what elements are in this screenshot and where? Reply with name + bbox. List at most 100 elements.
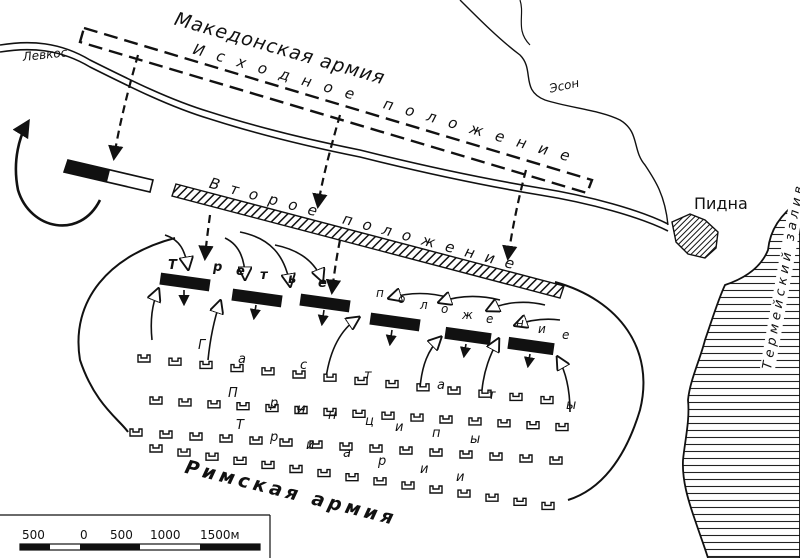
maniple-icon (468, 417, 482, 426)
maniple-icon (292, 370, 306, 379)
maniple-icon (345, 473, 359, 482)
maniple-icon (323, 407, 337, 417)
maniple-icon (429, 448, 443, 457)
maniple-icon (497, 419, 511, 428)
principes-letter: н (328, 408, 337, 423)
maniple-icon (485, 493, 499, 502)
scale-tick-label: 500 (22, 528, 45, 542)
maniple-icon (339, 442, 353, 451)
hastati-letter: а (238, 352, 246, 367)
maniple-icon (555, 422, 569, 432)
scale-tick-label: 1500м (200, 528, 240, 542)
hastati-letter: Г (198, 338, 206, 353)
maniple-icon (459, 450, 473, 459)
maniple-icon (526, 421, 540, 430)
triarii-letter: Т (236, 418, 244, 433)
maniple-icon (178, 398, 192, 407)
principes-letter: р (270, 396, 279, 411)
breakthrough-letter: т (260, 268, 268, 283)
breakthrough-letter: ь (288, 272, 297, 287)
pursuit-letter: п (376, 286, 384, 300)
phalanx-blocks (159, 272, 555, 356)
maniple-icon (261, 367, 275, 376)
hastati-letter: с (300, 358, 308, 373)
river-leukos (0, 41, 669, 225)
maniple-icon (159, 430, 173, 439)
maniple-icon (168, 357, 182, 366)
maniple-icon (429, 485, 443, 494)
maniple-icon (309, 440, 323, 449)
pursuit-letter: о (441, 302, 449, 316)
maniple-icon (373, 477, 387, 486)
hastati-letter: а (437, 378, 445, 393)
maniple-icon (189, 432, 203, 441)
principes-letter: и (395, 420, 404, 435)
roman-envelope-arc (77, 237, 176, 433)
advance-arrows (108, 54, 528, 296)
maniple-icon (489, 452, 503, 461)
principes-letter: ц (365, 414, 374, 429)
pursuit-letter: н (516, 316, 524, 330)
maniple-icon (219, 434, 233, 443)
town-pydna-icon (671, 213, 719, 259)
macedonian-initial-position (78, 26, 594, 195)
triarii-letter: р (378, 454, 387, 469)
breakthrough-letter: р (213, 260, 223, 275)
maniple-icon (399, 446, 413, 455)
pursuit-letter: е (486, 312, 494, 326)
pursuit-letter: е (562, 328, 570, 342)
scale-tick-label: 0 (80, 528, 88, 542)
maniple-icon (354, 376, 368, 386)
triarii-letter: р (270, 430, 279, 445)
maniple-icon (410, 413, 424, 422)
gulf-water (682, 198, 800, 558)
maniple-icon (401, 481, 415, 490)
scale-bar (0, 514, 271, 558)
maniple-icon (385, 379, 399, 389)
maniple-icon (279, 438, 293, 447)
breakthrough-letter: е (236, 264, 245, 279)
principes-letter: и (297, 402, 306, 417)
maniple-icon (137, 354, 151, 363)
maniple-icon (369, 444, 383, 453)
stream (519, 0, 531, 46)
triarii-letter: и (456, 470, 465, 485)
maniple-icon (519, 454, 533, 463)
scale-tick-label: 1000 (150, 528, 181, 542)
pursuit-letter: л (420, 298, 428, 312)
principes-letter: П (228, 386, 238, 401)
hastati-letter: т (488, 388, 496, 403)
maniple-icon (513, 497, 527, 506)
maniple-icon (149, 396, 163, 405)
principes-letter: ы (470, 432, 481, 447)
maniple-icon (549, 456, 563, 465)
triarii-letter: и (420, 462, 429, 477)
scale-tick-label: 500 (110, 528, 133, 542)
maniple-icon (177, 448, 191, 457)
maniple-icon (509, 392, 523, 402)
maniple-icon (540, 395, 554, 405)
macedonian-second-position (62, 159, 565, 299)
triarii-letter: и (306, 438, 315, 453)
maniple-icon (323, 373, 337, 382)
maniple-icon (439, 415, 453, 424)
pursuit-letter: ж (462, 308, 473, 322)
maniple-icon (261, 460, 275, 470)
principes-letter: п (432, 426, 441, 441)
maniple-icon (199, 360, 213, 370)
maniple-icon (447, 386, 461, 395)
maniple-icon (149, 444, 163, 453)
maniple-icon (416, 383, 430, 392)
maniple-icon (352, 409, 366, 418)
triarii-letter: а (343, 446, 351, 461)
maniple-icon (317, 468, 331, 478)
pursuit-letter: и (538, 322, 546, 336)
maniple-icon (457, 489, 471, 498)
town-pydna-label: Пидна (694, 194, 748, 213)
pursuit-letter: о (398, 292, 406, 306)
breakthrough-letter: Т (168, 258, 177, 273)
maniple-icon (207, 400, 221, 409)
maniple-icon (129, 428, 143, 437)
maniple-icon (289, 464, 303, 474)
flank-arrow (12, 118, 102, 227)
